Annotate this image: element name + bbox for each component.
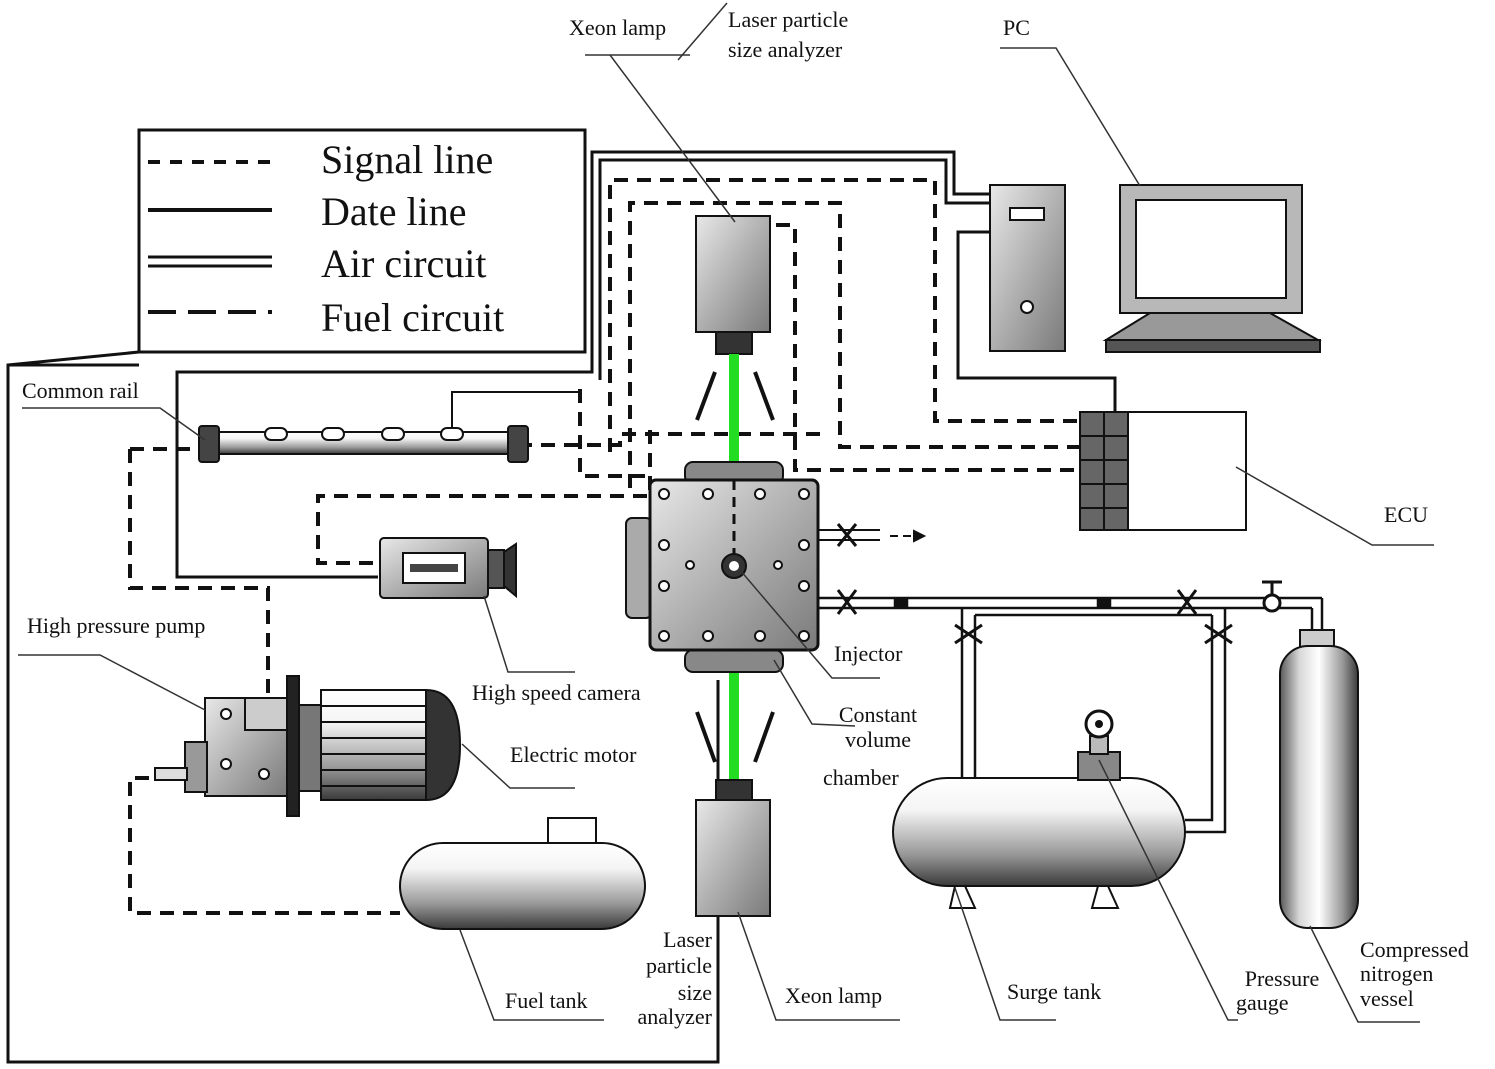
high-pressure-pump-label: High pressure pump [27, 613, 206, 638]
laser-analyzer-bottom-label-3: size [677, 980, 712, 1005]
common-rail-label: Common rail [22, 378, 139, 403]
common-rail [198, 391, 580, 463]
laser-analyzer-bottom-label-2: particle [646, 953, 712, 978]
pressure-gauge [1077, 709, 1121, 781]
xeon-lamp-top-label: Xeon lamp [569, 15, 667, 40]
nitrogen-vessel-label-3: vessel [1360, 986, 1414, 1011]
injector-label: Injector [834, 641, 903, 666]
pc-monitor [1102, 184, 1322, 353]
chamber-label-3: chamber [823, 765, 899, 790]
electric-motor-label: Electric motor [510, 742, 637, 767]
nitrogen-vessel [1279, 629, 1359, 929]
air-circuit [818, 596, 1324, 834]
chamber-outlet [818, 523, 927, 547]
surge-tank-label: Surge tank [1007, 979, 1102, 1004]
data-line-frame [6, 150, 1117, 1064]
pc-label: PC [1003, 15, 1030, 40]
legend-fuel-circuit-label: Fuel circuit [321, 295, 505, 340]
high-pressure-pump [154, 675, 300, 817]
chamber-label-1: Constant [838, 702, 918, 727]
fuel-tank [399, 817, 646, 930]
ecu [1079, 411, 1247, 531]
constant-volume-chamber [625, 461, 820, 673]
pressure-gauge-label-2: gauge [1236, 990, 1289, 1015]
laser-beam [695, 354, 775, 780]
nitrogen-vessel-label-2: nitrogen [1360, 961, 1434, 986]
nitrogen-vessel-label-1: Compressed [1360, 937, 1469, 962]
surge-tank [892, 777, 1186, 909]
legend-box [137, 128, 587, 354]
high-speed-camera [379, 537, 517, 599]
laser-analyzer-top [695, 215, 771, 355]
electric-motor [298, 688, 462, 802]
legend-date-line-label: Date line [321, 189, 467, 234]
laser-analyzer-bottom-label-4: analyzer [637, 1004, 713, 1029]
chamber-label-2: volume [845, 727, 911, 752]
fuel-tank-label: Fuel tank [505, 988, 588, 1013]
laser-analyzer-top-label-1: Laser particle [728, 7, 849, 32]
pressure-gauge-label-1: Pressure [1244, 966, 1320, 991]
leader-lines [18, 2, 1434, 1023]
laser-analyzer-bottom-label-1: Laser [663, 927, 712, 952]
legend-signal-line-label: Signal line [321, 137, 494, 182]
pc-tower [989, 184, 1066, 352]
xeon-lamp-bottom-label: Xeon lamp [785, 983, 883, 1008]
xeon-lamp-bottom [695, 779, 771, 917]
legend-air-circuit-label: Air circuit [321, 241, 487, 286]
laser-analyzer-top-label-2: size analyzer [728, 37, 843, 62]
ecu-label: ECU [1384, 502, 1428, 527]
high-speed-camera-label: High speed camera [472, 680, 641, 705]
air-valves [836, 580, 1282, 645]
